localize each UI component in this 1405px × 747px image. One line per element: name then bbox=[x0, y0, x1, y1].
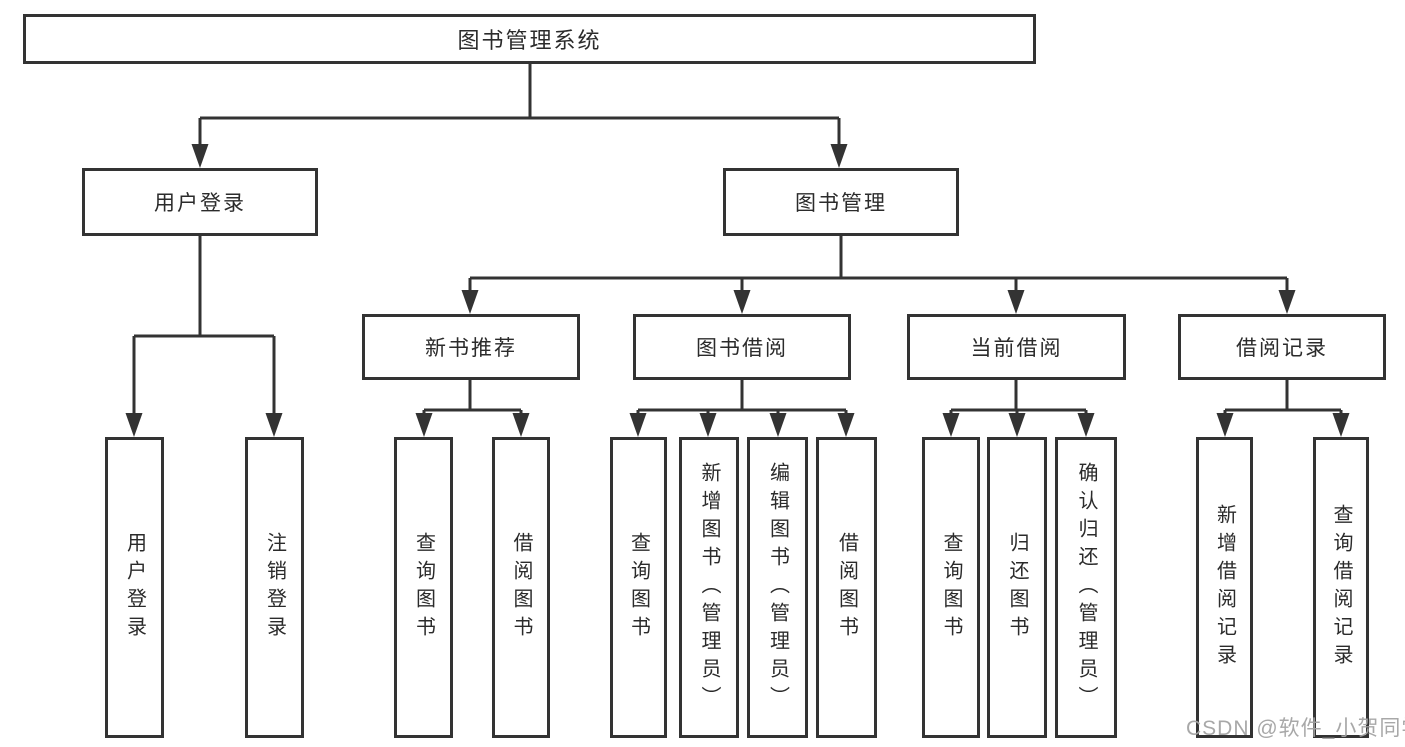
node-label: 查询图书 bbox=[940, 531, 962, 644]
node-book-management: 图书管理 bbox=[723, 168, 959, 236]
leaf-current-query-book: 查询图书 bbox=[922, 437, 980, 738]
node-book-borrow: 图书借阅 bbox=[633, 314, 851, 380]
node-label: 用户登录 bbox=[154, 192, 246, 215]
node-label: 当前借阅 bbox=[970, 337, 1063, 360]
node-label: 新增借阅记录 bbox=[1213, 503, 1236, 672]
node-label: 借阅图书 bbox=[510, 531, 532, 644]
node-label: 编辑图书（管理员） bbox=[766, 461, 789, 714]
leaf-borrow-edit-book-admin: 编辑图书（管理员） bbox=[747, 437, 808, 738]
root-node-library-system: 图书管理系统 bbox=[23, 14, 1036, 64]
node-label: 图书管理 bbox=[795, 192, 887, 215]
node-label: 新书推荐 bbox=[425, 337, 517, 360]
node-borrow-record: 借阅记录 bbox=[1178, 314, 1386, 380]
node-label: 归还图书 bbox=[1006, 531, 1028, 644]
leaf-record-add: 新增借阅记录 bbox=[1196, 437, 1253, 738]
node-label: 查询图书 bbox=[412, 531, 435, 644]
node-label: 查询借阅记录 bbox=[1330, 503, 1352, 672]
leaf-borrow-add-book-admin: 新增图书（管理员） bbox=[679, 437, 739, 738]
node-label: 借阅记录 bbox=[1236, 337, 1328, 360]
node-label: 用户登录 bbox=[123, 531, 146, 644]
node-new-book-recommend: 新书推荐 bbox=[362, 314, 580, 380]
node-label: 图书管理系统 bbox=[457, 28, 602, 53]
leaf-newbook-borrow-book: 借阅图书 bbox=[492, 437, 550, 738]
node-label: 注销登录 bbox=[263, 531, 286, 644]
node-label: 图书借阅 bbox=[696, 337, 788, 360]
leaf-record-query: 查询借阅记录 bbox=[1313, 437, 1369, 738]
node-current-borrow: 当前借阅 bbox=[907, 314, 1126, 380]
leaf-borrow-query-book: 查询图书 bbox=[610, 437, 667, 738]
leaf-borrow-borrow-book: 借阅图书 bbox=[816, 437, 877, 738]
node-label: 新增图书（管理员） bbox=[698, 461, 720, 714]
leaf-logout: 注销登录 bbox=[245, 437, 304, 738]
node-label: 查询图书 bbox=[627, 531, 650, 644]
leaf-current-return-book: 归还图书 bbox=[987, 437, 1047, 738]
csdn-watermark: CSDN @软件_小贺同学 bbox=[1186, 717, 1405, 740]
node-label: 借阅图书 bbox=[835, 531, 858, 644]
leaf-current-confirm-return-admin: 确认归还（管理员） bbox=[1055, 437, 1117, 738]
node-user-login: 用户登录 bbox=[82, 168, 318, 236]
leaf-user-login: 用户登录 bbox=[105, 437, 164, 738]
leaf-newbook-query-book: 查询图书 bbox=[394, 437, 453, 738]
node-label: 确认归还（管理员） bbox=[1075, 461, 1097, 714]
arrowheads bbox=[125, 144, 1350, 437]
